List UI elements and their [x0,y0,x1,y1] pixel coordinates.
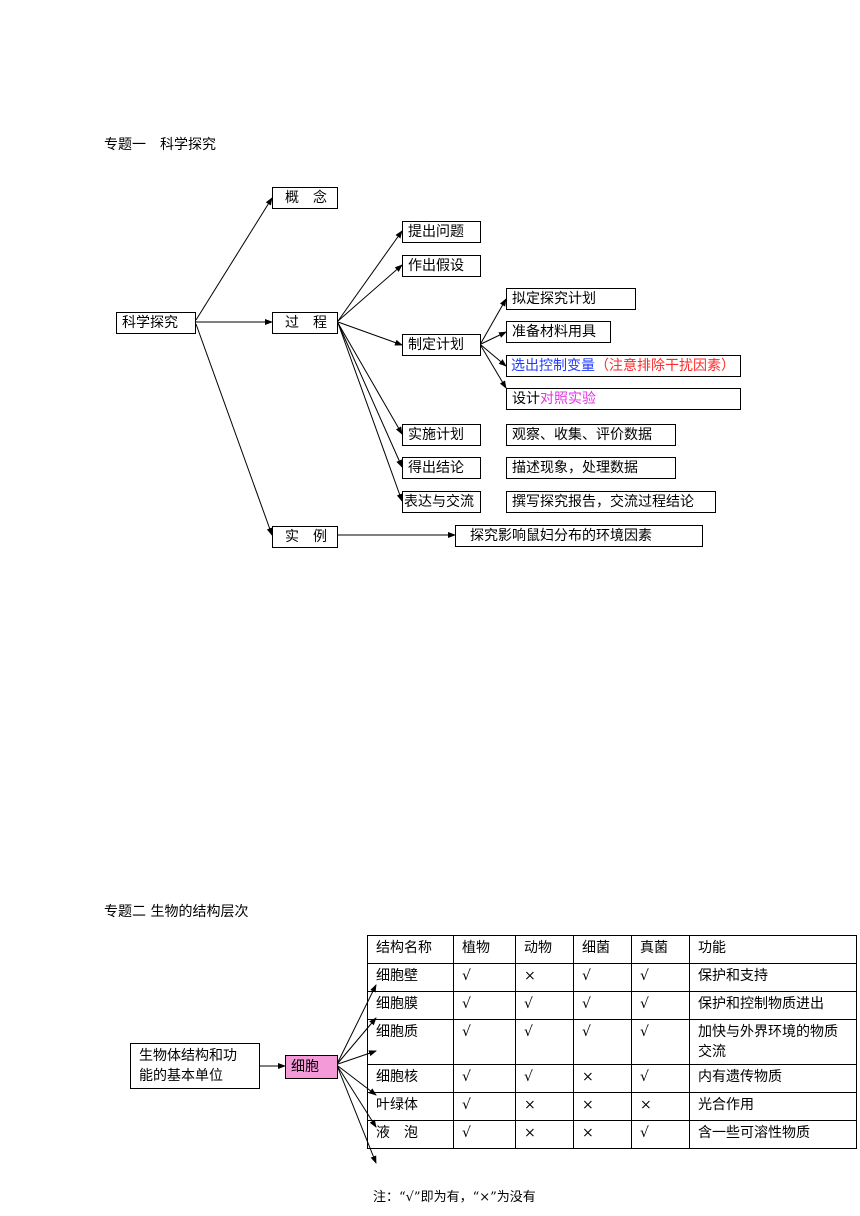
table-cell: √ [515,1064,574,1093]
section2-heading: 专题二 生物的结构层次 [104,904,249,920]
table-cell: √ [453,991,516,1020]
plan-item-draft-plan: 拟定探究计划 [506,288,636,310]
table-cell: √ [631,1064,690,1093]
detail-communicate: 撰写探究报告，交流过程结论 [506,491,716,513]
table-header-cell: 植物 [453,935,516,964]
table-cell: √ [573,991,632,1020]
control-variable-text: 选出控制变量 [511,358,595,374]
branch-process: 过 程 [272,312,338,334]
table-cell: 加快与外界环境的物质交流 [689,1019,857,1065]
step-ask-question: 提出问题 [402,221,481,243]
table-cell: × [573,1092,632,1121]
table-header-cell: 结构名称 [367,935,454,964]
branch-concept: 概 念 [272,187,338,209]
table-cell: × [573,1120,632,1149]
table-cell: 保护和支持 [689,963,857,992]
exclude-interference-text: （注意排除干扰因素） [595,358,735,374]
table-cell: × [631,1092,690,1121]
table-cell: 保护和控制物质进出 [689,991,857,1020]
table-cell: 内有遗传物质 [689,1064,857,1093]
detail-conclude: 描述现象，处理数据 [506,457,676,479]
table-cell: × [515,1120,574,1149]
table-cell: √ [453,1019,516,1065]
table-note: 注：“√”即为有，“×”为没有 [373,1190,536,1205]
step-hypothesis: 作出假设 [402,255,481,277]
design-prefix-text: 设计 [512,391,540,407]
table-cell: × [515,1092,574,1121]
table-header-row: 结构名称 植物 动物 细菌 真菌 功能 [367,935,857,964]
table-header-cell: 动物 [515,935,574,964]
table-cell: 液 泡 [367,1120,454,1149]
table-row: 叶绿体 √ × × × 光合作用 [367,1092,857,1121]
table-cell: √ [631,991,690,1020]
table-row: 细胞膜 √ √ √ √ 保护和控制物质进出 [367,991,857,1020]
plan-item-control-variable: 选出控制变量（注意排除干扰因素） [506,355,741,377]
table-cell: √ [631,1019,690,1065]
table-cell: √ [453,963,516,992]
root-node-science-inquiry: 科学探究 [116,312,196,334]
table-cell: √ [453,1064,516,1093]
table-cell: 细胞质 [367,1019,454,1065]
table-cell: × [515,963,574,992]
table-cell: √ [573,1019,632,1065]
table-cell: √ [631,963,690,992]
table-cell: √ [453,1120,516,1149]
table-row: 细胞质 √ √ √ √ 加快与外界环境的物质交流 [367,1019,857,1065]
table-cell: 光合作用 [689,1092,857,1121]
control-experiment-text: 对照实验 [540,391,596,407]
table-cell: 细胞核 [367,1064,454,1093]
table-cell: 叶绿体 [367,1092,454,1121]
table-cell: 细胞壁 [367,963,454,992]
table-header-cell: 真菌 [631,935,690,964]
table-cell: × [573,1064,632,1093]
plan-item-materials: 准备材料用具 [506,321,611,343]
cell-structure-table: 结构名称 植物 动物 细菌 真菌 功能 细胞壁 √ × √ √ 保护和支持 细胞… [367,935,857,1149]
step-draw-conclusion: 得出结论 [402,457,481,479]
branch-example: 实 例 [272,526,338,548]
table-row: 细胞壁 √ × √ √ 保护和支持 [367,963,857,992]
table-row: 细胞核 √ √ × √ 内有遗传物质 [367,1064,857,1093]
step-make-plan: 制定计划 [402,334,481,356]
step-communicate: 表达与交流 [402,491,481,513]
table-cell: √ [515,991,574,1020]
table-header-cell: 细菌 [573,935,632,964]
table-cell: √ [573,963,632,992]
section1-heading: 专题一 科学探究 [104,137,216,153]
basic-unit-line1: 生物体结构和功 [139,1048,237,1064]
table-row: 液 泡 √ × × √ 含一些可溶性物质 [367,1120,857,1149]
table-cell: √ [515,1019,574,1065]
plan-item-control-experiment: 设计对照实验 [506,388,741,410]
example-detail: 探究影响鼠妇分布的环境因素 [455,525,703,547]
step-implement-plan: 实施计划 [402,424,481,446]
table-cell: √ [453,1092,516,1121]
basic-unit-line2: 能的基本单位 [139,1068,223,1084]
detail-implement: 观察、收集、评价数据 [506,424,676,446]
basic-unit-box: 生物体结构和功 能的基本单位 [130,1043,260,1089]
table-cell: 含一些可溶性物质 [689,1120,857,1149]
table-header-cell: 功能 [689,935,857,964]
cell-box: 细胞 [285,1055,338,1079]
table-cell: √ [631,1120,690,1149]
table-cell: 细胞膜 [367,991,454,1020]
